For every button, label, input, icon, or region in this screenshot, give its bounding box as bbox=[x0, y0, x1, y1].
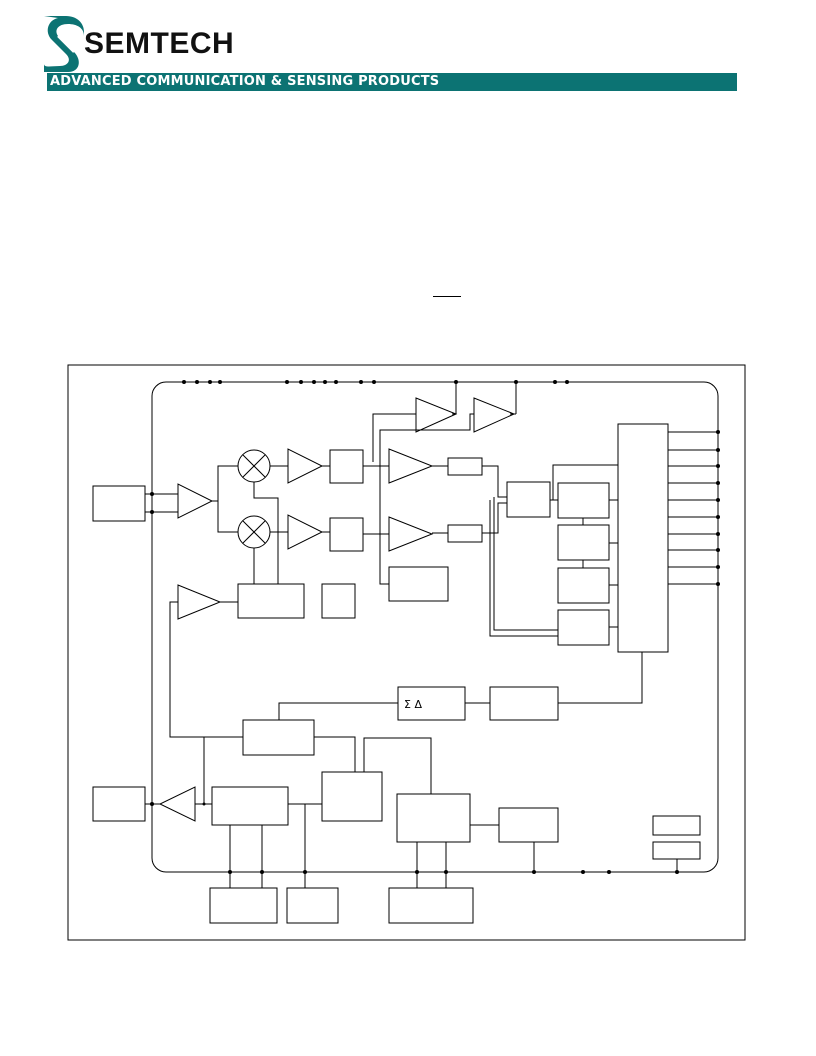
pfd-block bbox=[321, 771, 383, 822]
chip-outline bbox=[151, 381, 719, 873]
pa-output-block bbox=[92, 786, 146, 822]
digital-block-2 bbox=[557, 524, 610, 561]
buffer-amp-1 bbox=[415, 397, 458, 433]
bb-amp-i bbox=[287, 448, 324, 484]
por-block bbox=[652, 815, 701, 836]
controller-block bbox=[617, 423, 669, 653]
top-pin-lines bbox=[372, 382, 517, 462]
demod-block-q bbox=[447, 524, 483, 543]
filter-q bbox=[329, 517, 364, 552]
digital-block-4 bbox=[557, 609, 610, 646]
sigma-delta-label: Σ Δ bbox=[404, 698, 422, 711]
divider-block bbox=[242, 719, 315, 756]
tagline-banner: ADVANCED COMMUNICATION & SENSING PRODUCT… bbox=[47, 73, 737, 91]
digital-block-3 bbox=[557, 567, 610, 604]
vco-block bbox=[211, 786, 289, 826]
pin-dots bbox=[150, 380, 720, 874]
lna-amplifier bbox=[177, 483, 214, 519]
overbar-line bbox=[433, 296, 461, 297]
lo-buffer-amp bbox=[177, 584, 222, 620]
rssi-block bbox=[388, 566, 449, 602]
diagram-frame bbox=[67, 364, 746, 941]
digital-block-1 bbox=[557, 482, 610, 519]
reg-block bbox=[498, 807, 559, 843]
semtech-logo-icon bbox=[44, 16, 84, 72]
ext-crystal-block bbox=[388, 887, 474, 924]
frac-n-block bbox=[489, 686, 559, 721]
buffer-amp-2 bbox=[473, 397, 516, 433]
crystal-osc-block bbox=[396, 793, 471, 843]
brand-name: SEMTECH bbox=[84, 27, 235, 60]
filter-i bbox=[329, 449, 364, 484]
controller-output-lines bbox=[668, 431, 718, 585]
ext-vco-tank-block bbox=[286, 887, 339, 924]
ext-loop-filter-block bbox=[209, 887, 278, 924]
rf-input-block bbox=[92, 485, 146, 522]
limiter-q bbox=[388, 516, 434, 552]
bias-block bbox=[321, 583, 356, 619]
demod-block-i bbox=[447, 457, 483, 476]
pa-amplifier bbox=[158, 786, 196, 822]
phase-shifter-block bbox=[237, 583, 305, 619]
bb-amp-q bbox=[287, 514, 324, 550]
tagline-text: ADVANCED COMMUNICATION & SENSING PRODUCT… bbox=[50, 74, 440, 89]
data-slicer-block bbox=[506, 481, 551, 518]
ldo-block bbox=[652, 841, 701, 860]
limiter-i bbox=[388, 448, 434, 484]
